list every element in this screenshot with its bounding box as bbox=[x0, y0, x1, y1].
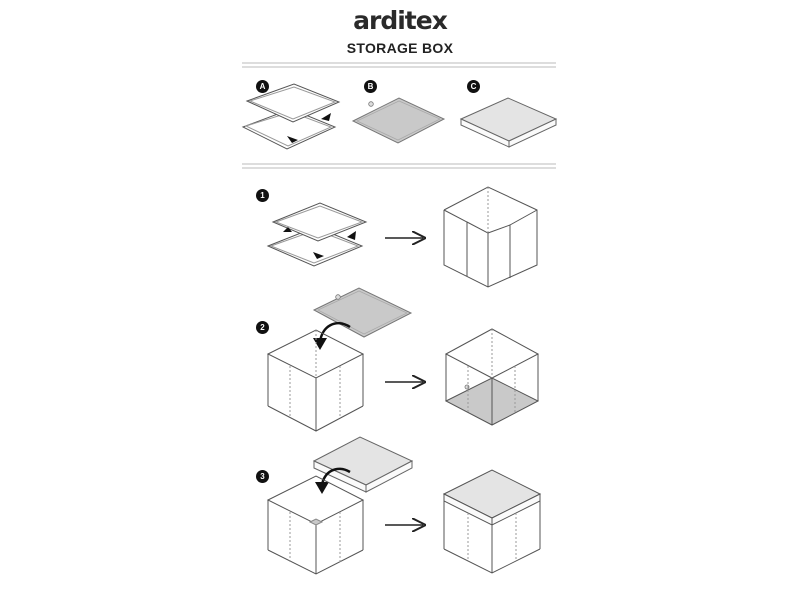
step-2-base-board bbox=[312, 287, 413, 338]
step-3-badge: 3 bbox=[256, 470, 269, 483]
step-3-open-box bbox=[266, 475, 365, 575]
step-2-open-box bbox=[266, 329, 365, 432]
lid-board-icon bbox=[459, 97, 558, 148]
place-lid-icon bbox=[442, 469, 542, 574]
part-a-badge: A bbox=[256, 80, 269, 93]
part-b-badge: B bbox=[364, 80, 377, 93]
step-3-arrow-tip bbox=[315, 482, 329, 494]
step-2-badge: 2 bbox=[256, 321, 269, 334]
insert-base-icon bbox=[444, 328, 540, 426]
two-fabric-panels-icon bbox=[241, 83, 341, 150]
unfold-box-icon bbox=[443, 186, 538, 288]
step-3-lid bbox=[312, 436, 414, 493]
brand-logo: arditex bbox=[353, 6, 448, 35]
part-c-badge: C bbox=[467, 80, 480, 93]
grey-base-board-icon bbox=[351, 97, 446, 144]
page-title: STORAGE BOX bbox=[346, 40, 454, 56]
step-2-arrow-tip bbox=[313, 338, 327, 350]
step-1-badge: 1 bbox=[256, 189, 269, 202]
step-1-panels bbox=[266, 202, 368, 267]
header-divider bbox=[242, 62, 556, 169]
